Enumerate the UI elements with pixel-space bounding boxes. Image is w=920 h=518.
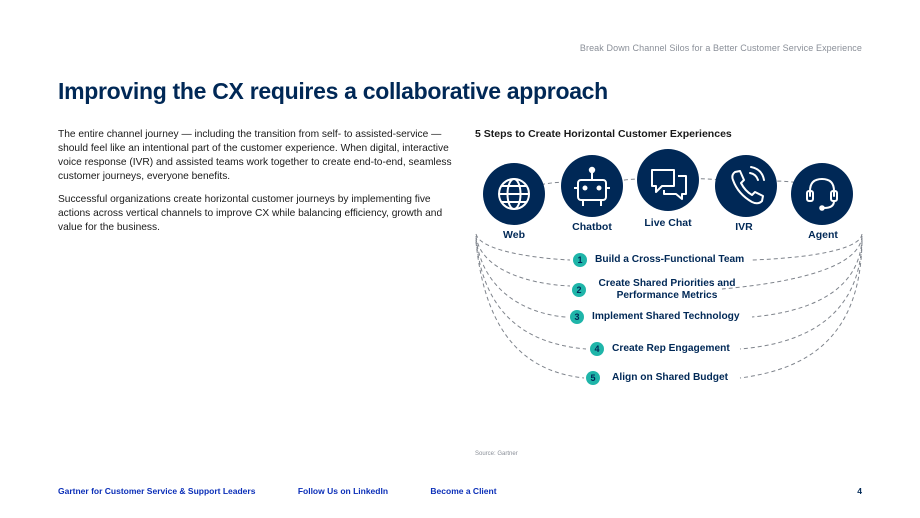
step-1: 1 Build a Cross-Functional Team bbox=[573, 253, 744, 267]
step-badge-5: 5 bbox=[586, 371, 600, 385]
step-label-2: Create Shared Priorities and Performance… bbox=[598, 278, 736, 301]
connector-lines bbox=[475, 178, 863, 379]
step-label-1: Build a Cross-Functional Team bbox=[595, 254, 745, 265]
channel-label-chatbot: Chatbot bbox=[572, 221, 612, 233]
channel-web-circle bbox=[483, 163, 545, 225]
footer-link-become-client[interactable]: Become a Client bbox=[430, 486, 497, 496]
channel-label-ivr: IVR bbox=[735, 221, 753, 233]
channel-agent-circle bbox=[791, 163, 853, 225]
footer-links: Gartner for Customer Service & Support L… bbox=[58, 486, 537, 496]
channel-ivr-circle bbox=[715, 155, 777, 217]
body-paragraph-1: The entire channel journey — including t… bbox=[58, 129, 452, 182]
page-number: 4 bbox=[857, 486, 862, 496]
channel-label-agent: Agent bbox=[808, 229, 838, 241]
source-note: Source: Gartner bbox=[475, 451, 518, 457]
channel-label-web: Web bbox=[503, 229, 525, 241]
step-label-4: Create Rep Engagement bbox=[612, 343, 730, 354]
chat-bubbles-icon bbox=[651, 169, 687, 200]
step-3: 3 Implement Shared Technology bbox=[570, 310, 740, 324]
robot-icon bbox=[574, 166, 610, 206]
channel-live-chat-circle bbox=[637, 149, 699, 211]
header-title: Break Down Channel Silos for a Better Cu… bbox=[579, 43, 862, 53]
page-title: Improving the CX requires a collaborativ… bbox=[58, 78, 608, 104]
step-badge-1: 1 bbox=[573, 253, 587, 267]
diagram-title: 5 Steps to Create Horizontal Customer Ex… bbox=[475, 128, 732, 140]
step-2: 2 Create Shared Priorities and Performan… bbox=[572, 278, 740, 302]
footer-link-customer-service[interactable]: Gartner for Customer Service & Support L… bbox=[58, 486, 256, 496]
step-badge-4: 4 bbox=[590, 342, 604, 356]
channel-chatbot-circle bbox=[561, 155, 623, 217]
body-text: The entire channel journey — including t… bbox=[58, 128, 453, 244]
channel-label-live-chat: Live Chat bbox=[644, 217, 692, 229]
step-4: 4 Create Rep Engagement bbox=[590, 342, 730, 356]
headset-icon bbox=[806, 177, 838, 211]
step-badge-3: 3 bbox=[570, 310, 584, 324]
step-badge-2: 2 bbox=[572, 283, 586, 297]
globe-icon bbox=[498, 178, 530, 210]
body-paragraph-2: Successful organizations create horizont… bbox=[58, 194, 443, 233]
step-label-5: Align on Shared Budget bbox=[612, 372, 729, 383]
phone-icon bbox=[731, 166, 765, 205]
step-label-3: Implement Shared Technology bbox=[592, 311, 740, 322]
footer-link-linkedin[interactable]: Follow Us on LinkedIn bbox=[297, 486, 389, 496]
step-5: 5 Align on Shared Budget bbox=[586, 371, 728, 385]
